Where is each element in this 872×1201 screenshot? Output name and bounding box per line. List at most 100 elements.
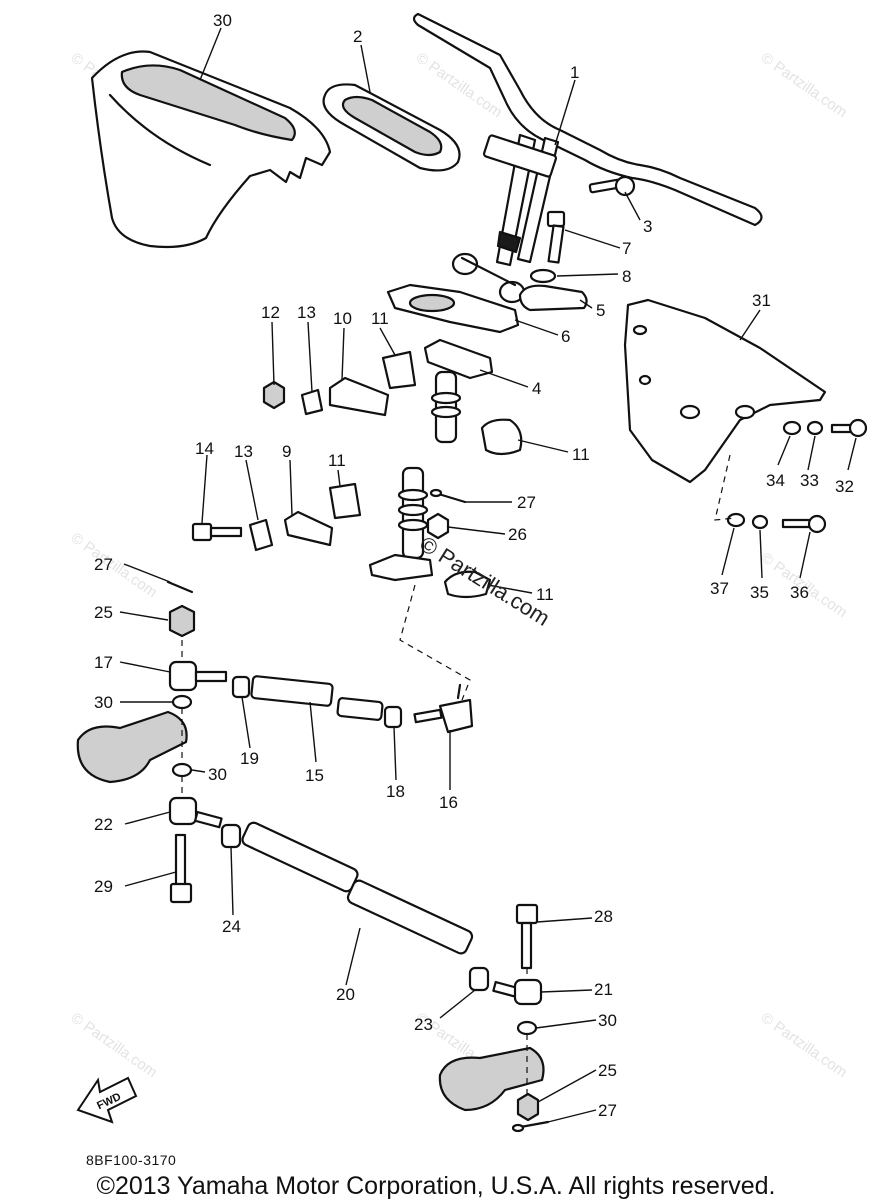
callout-17: 17 bbox=[94, 653, 113, 672]
part-27-cotter-pin bbox=[429, 488, 467, 504]
part-16-ball-joint bbox=[413, 683, 474, 734]
callout-7: 7 bbox=[622, 239, 631, 258]
part-15-tie-rod bbox=[336, 697, 384, 721]
part-34-washer bbox=[806, 420, 824, 436]
fwd-arrow-icon: FWD bbox=[76, 1076, 138, 1124]
callout-25: 25 bbox=[94, 603, 113, 622]
callout-14: 14 bbox=[195, 439, 214, 458]
part-30-spacer bbox=[171, 762, 193, 778]
callout-8: 8 bbox=[622, 267, 631, 286]
callout-numbers: 30 2 1 3 7 8 5 6 4 31 12 13 10 11 11 14 … bbox=[94, 11, 854, 1120]
callout-36: 35 bbox=[750, 583, 769, 602]
part-13-plate bbox=[300, 388, 324, 416]
part-32-side-cover bbox=[623, 298, 827, 484]
part-steering-arm bbox=[438, 1046, 545, 1112]
part-27-cotter-pin bbox=[511, 1120, 550, 1133]
callout-6: 6 bbox=[561, 327, 570, 346]
callout-38: 37 bbox=[710, 579, 729, 598]
watermark: © Partzilla.com bbox=[68, 1009, 161, 1081]
callout-28: 28 bbox=[594, 907, 613, 926]
part-38-washer bbox=[726, 512, 746, 528]
part-31-front-cover bbox=[90, 50, 332, 249]
part-15-tie-rod bbox=[250, 675, 334, 707]
part-11-bushing bbox=[443, 570, 492, 599]
callout-5: 5 bbox=[596, 301, 605, 320]
part-29-bolt bbox=[169, 833, 193, 904]
part-30-spacer bbox=[516, 1020, 538, 1036]
part-24-nut bbox=[220, 823, 242, 849]
part-20-tie-rod bbox=[346, 879, 474, 955]
part-18-nut bbox=[383, 705, 403, 729]
callout-16: 16 bbox=[439, 793, 458, 812]
part-5-clamp bbox=[518, 284, 588, 312]
callout-1: 1 bbox=[570, 63, 579, 82]
callout-10: 10 bbox=[333, 309, 352, 328]
callout-21: 21 bbox=[594, 980, 613, 999]
callout-31: 30 bbox=[213, 11, 232, 30]
callout-12: 12 bbox=[261, 303, 280, 322]
part-30-spacer bbox=[171, 694, 193, 710]
part-11-bushing bbox=[381, 350, 417, 390]
part-19-nut bbox=[231, 675, 251, 699]
part-13-plate bbox=[248, 518, 274, 552]
callout-34: 33 bbox=[800, 471, 819, 490]
callout-29: 29 bbox=[94, 877, 113, 896]
callout-18: 18 bbox=[386, 782, 405, 801]
part-14-bolt bbox=[191, 522, 243, 542]
part-17-ball-joint bbox=[168, 660, 228, 692]
part-6-holder bbox=[386, 283, 520, 334]
callout-20: 20 bbox=[336, 985, 355, 1004]
part-3-bolt bbox=[588, 175, 636, 197]
callout-30: 30 bbox=[94, 693, 113, 712]
center-watermark: © Partzilla.com bbox=[415, 531, 554, 631]
callout-26: 26 bbox=[508, 525, 527, 544]
part-9-bracket bbox=[283, 510, 334, 547]
callout-23: 23 bbox=[414, 1015, 433, 1034]
diagram-code: 8BF100-3170 bbox=[86, 1152, 177, 1168]
part-25-nut bbox=[516, 1092, 540, 1122]
part-36-washer bbox=[751, 514, 769, 530]
part-steering-shaft-lower bbox=[368, 466, 434, 582]
part-11-bushing bbox=[480, 418, 523, 456]
callout-22: 22 bbox=[94, 815, 113, 834]
callout-11: 11 bbox=[328, 451, 346, 470]
part-7-bolt bbox=[546, 210, 566, 264]
part-35-washer bbox=[782, 420, 802, 436]
callout-15: 15 bbox=[305, 766, 324, 785]
callout-35: 34 bbox=[766, 471, 785, 490]
callout-30: 30 bbox=[598, 1011, 617, 1030]
part-2-handlebar-pad bbox=[322, 83, 461, 172]
callout-13: 13 bbox=[234, 442, 253, 461]
callout-37: 36 bbox=[790, 583, 809, 602]
watermark: © Partzilla.com bbox=[68, 529, 161, 601]
callout-2: 2 bbox=[353, 27, 362, 46]
part-8-washer bbox=[529, 268, 557, 284]
part-20-tie-rod bbox=[241, 821, 359, 893]
watermark: © Partzilla.com bbox=[758, 49, 851, 121]
leader-lines bbox=[119, 27, 857, 1123]
callout-32: 31 bbox=[752, 291, 771, 310]
callout-11: 11 bbox=[536, 585, 554, 604]
callout-11: 11 bbox=[371, 309, 389, 328]
part-1-handlebar bbox=[412, 12, 763, 304]
part-23-nut bbox=[468, 966, 490, 992]
callout-9: 9 bbox=[282, 442, 291, 461]
callout-30: 30 bbox=[208, 765, 227, 784]
part-33-bolt bbox=[830, 418, 868, 438]
callout-27: 27 bbox=[517, 493, 536, 512]
callout-33: 32 bbox=[835, 477, 854, 496]
part-steering-arm bbox=[76, 710, 188, 784]
callout-27: 27 bbox=[598, 1101, 617, 1120]
part-37-bolt bbox=[781, 514, 827, 534]
part-28-bolt bbox=[515, 903, 539, 970]
part-11-bushing bbox=[328, 482, 362, 520]
callout-3: 3 bbox=[643, 217, 652, 236]
part-25-nut bbox=[168, 604, 196, 638]
part-12-nut bbox=[262, 380, 286, 410]
callout-25: 25 bbox=[598, 1061, 617, 1080]
part-4-steering-shaft bbox=[423, 338, 494, 444]
callout-24: 24 bbox=[222, 917, 241, 936]
part-22-ball-joint bbox=[168, 796, 223, 829]
callout-27: 27 bbox=[94, 555, 113, 574]
